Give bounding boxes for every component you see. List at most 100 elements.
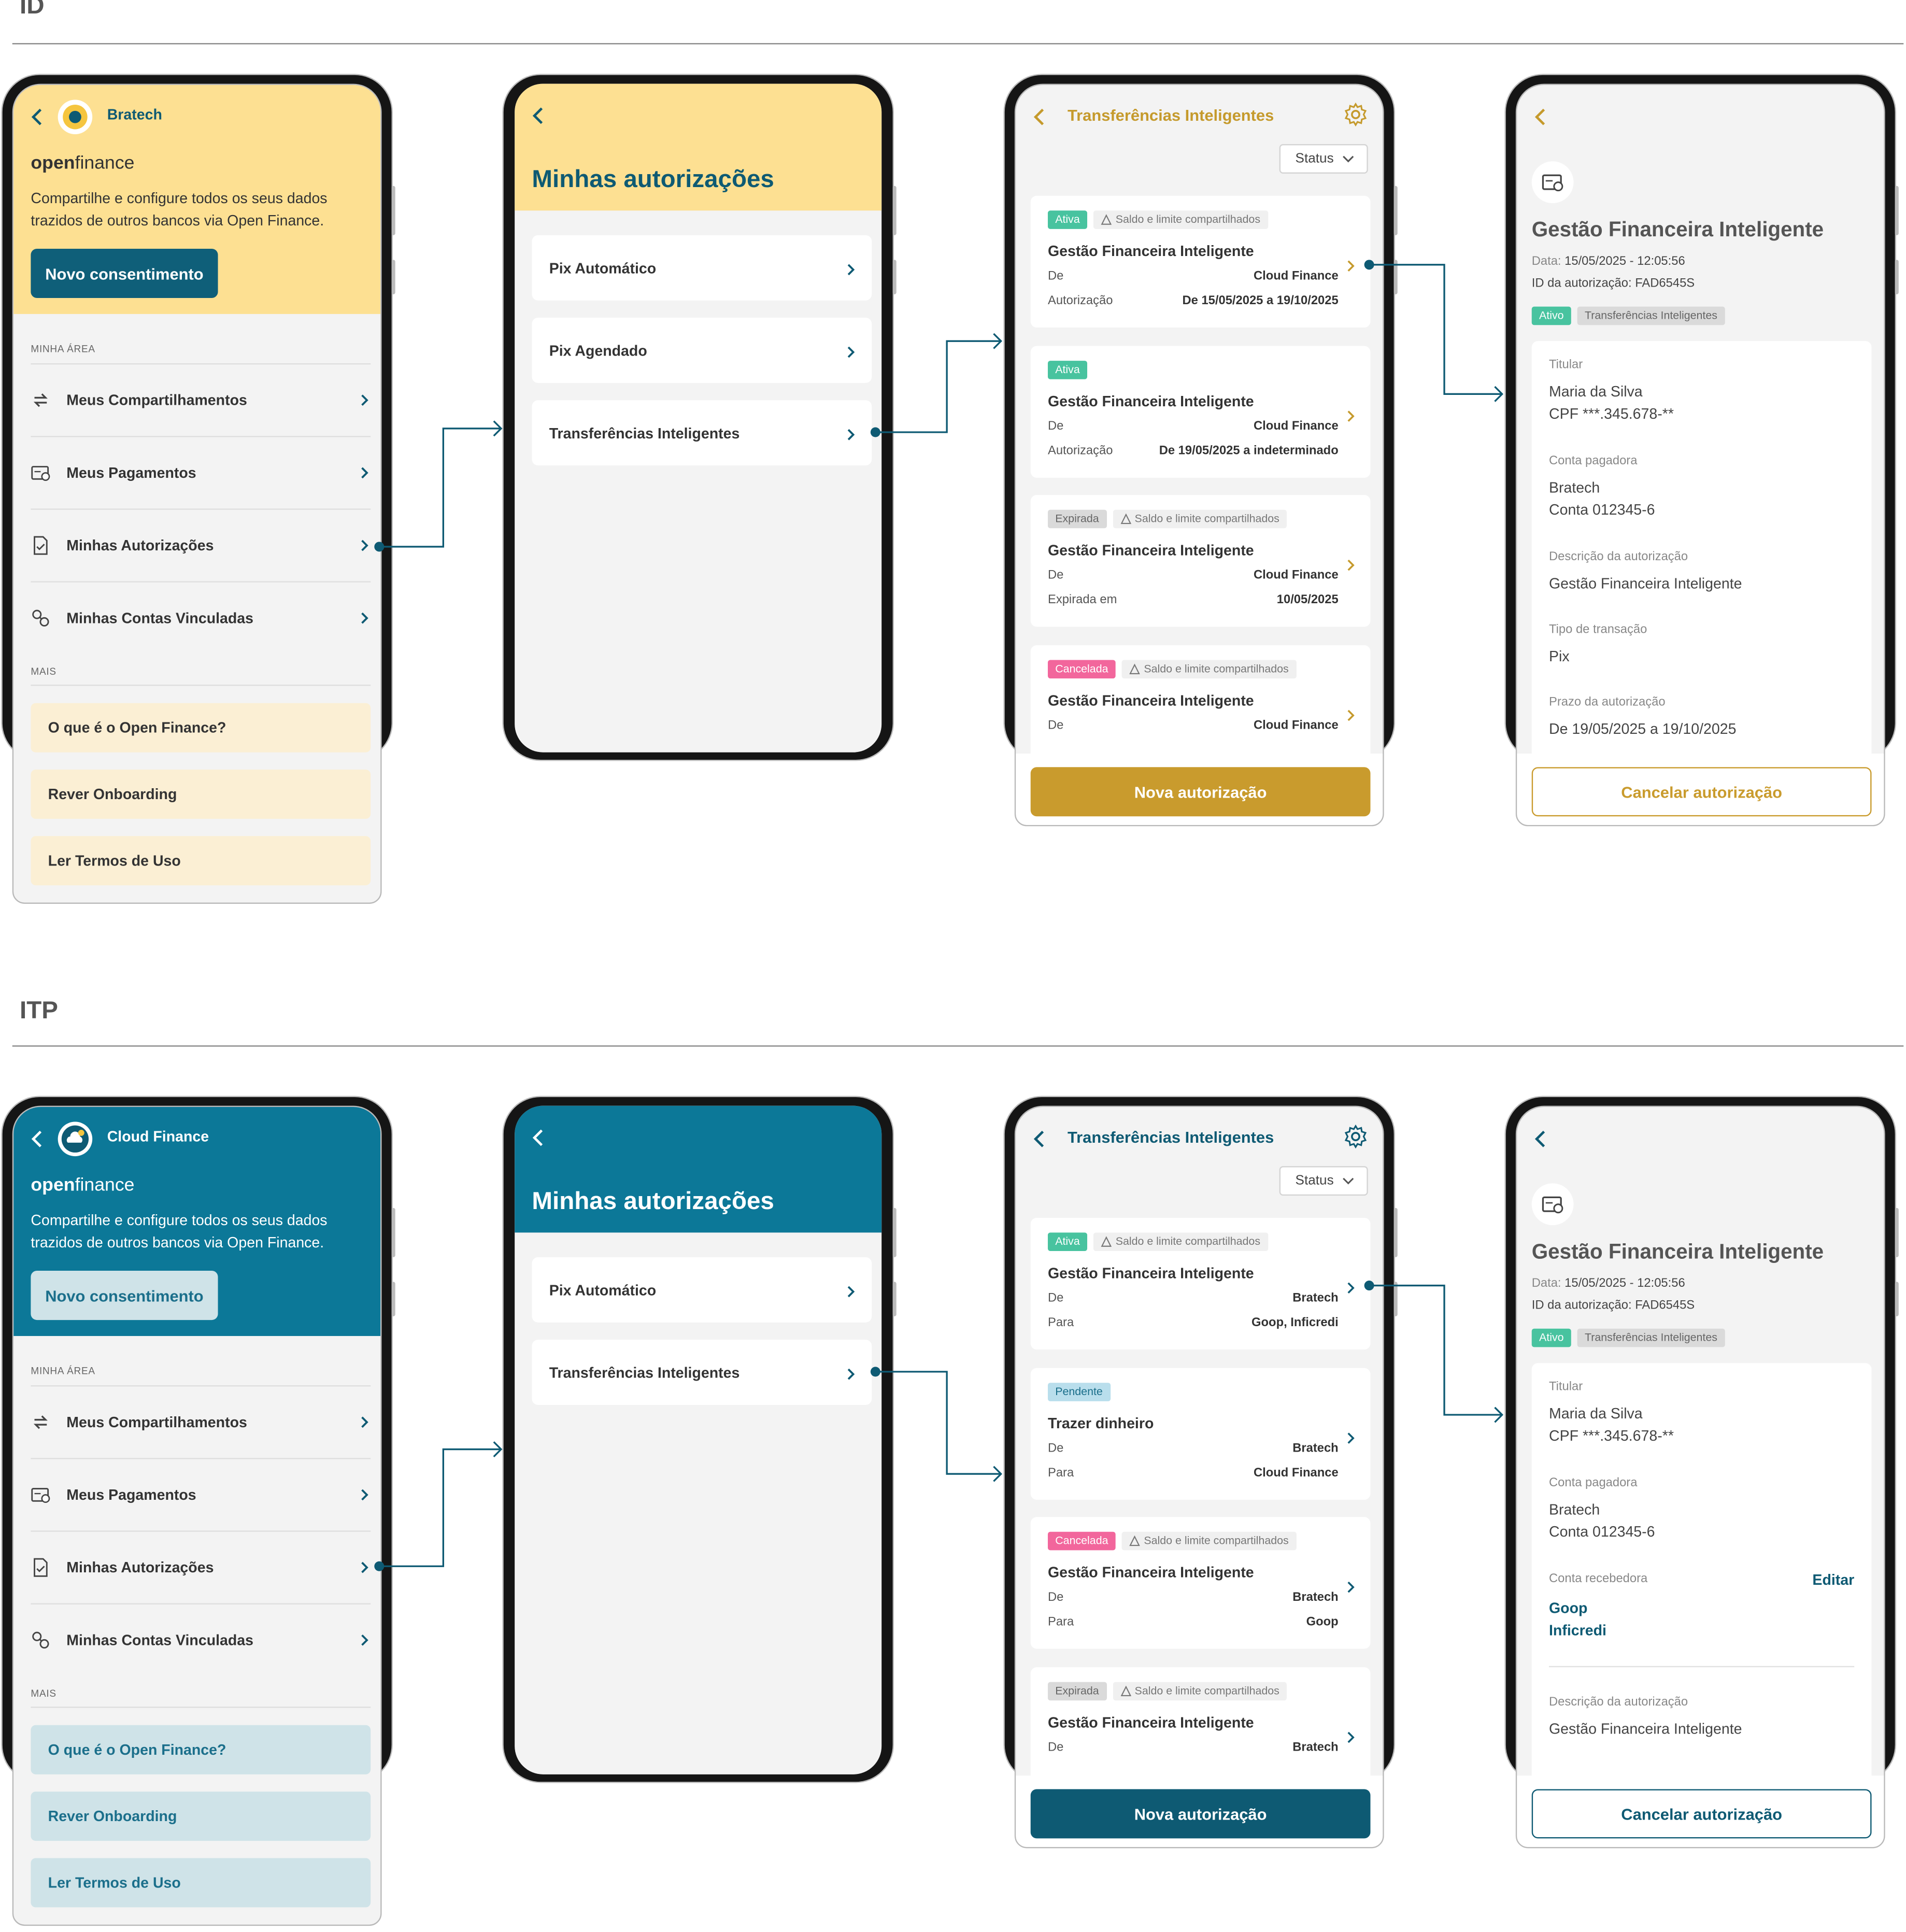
terms-of-use-button[interactable]: Ler Termos de Uso — [31, 1858, 371, 1908]
back-chevron-icon[interactable] — [1031, 1129, 1048, 1149]
open-finance-logo: openfinance — [31, 1175, 134, 1196]
back-chevron-icon[interactable] — [1532, 107, 1549, 127]
row-key: De — [1047, 1291, 1064, 1305]
chevron-right-icon — [845, 426, 857, 441]
auth-type-smart-transfers[interactable]: Transferências Inteligentes — [532, 1340, 872, 1405]
what-is-open-finance-button[interactable]: O que é o Open Finance? — [31, 703, 371, 752]
screen-id-detail: Gestão Financeira Inteligente Data: 15/0… — [1515, 83, 1885, 827]
review-onboarding-button[interactable]: Rever Onboarding — [31, 770, 371, 819]
description-label: Descrição da autorização — [1549, 550, 1688, 564]
section-label-my-area: MINHA ÁREA — [31, 1365, 95, 1377]
payer-account: Conta 012345-6 — [1549, 501, 1655, 519]
menu-item-payments[interactable]: Meus Pagamentos — [31, 437, 371, 508]
menu-item-label: Meus Compartilhamentos — [66, 1413, 247, 1431]
bottom-bar: Nova autorização — [1016, 1775, 1383, 1847]
info-badge: Saldo e limite compartilhados — [1121, 1531, 1296, 1551]
cancel-authorization-button[interactable]: Cancelar autorização — [1531, 767, 1872, 817]
chevron-right-icon — [358, 464, 371, 479]
review-onboarding-button[interactable]: Rever Onboarding — [31, 1792, 371, 1841]
auth-type-pix-auto[interactable]: Pix Automático — [532, 235, 872, 301]
logo-bold: open — [31, 152, 75, 174]
meta-value: 15/05/2025 - 12:05:56 — [1564, 254, 1685, 268]
chevron-right-icon — [1346, 406, 1356, 422]
auth-type-pix-scheduled[interactable]: Pix Agendado — [532, 318, 872, 383]
badge-row: Cancelada Saldo e limite compartilhados — [1047, 1531, 1296, 1551]
back-chevron-icon[interactable] — [29, 107, 46, 127]
screen-id-home: Bratech openfinance Compartilhe e config… — [12, 83, 382, 904]
status-badge: Pendente — [1047, 1383, 1111, 1401]
open-finance-description: Compartilhe e configure todos os seus da… — [31, 189, 328, 229]
detail-card: Titular Maria da Silva CPF ***.345.678-*… — [1531, 1363, 1872, 1782]
back-chevron-icon[interactable] — [1031, 107, 1048, 127]
arrowhead — [493, 420, 503, 437]
back-chevron-icon[interactable] — [530, 1128, 547, 1147]
link-icon — [31, 608, 50, 628]
logo-light: finance — [75, 152, 135, 174]
new-consent-button[interactable]: Novo consentimento — [31, 248, 218, 298]
divider — [31, 581, 371, 583]
back-chevron-icon[interactable] — [530, 106, 547, 125]
menu-item-authorizations[interactable]: Minhas Autorizações — [31, 1532, 371, 1603]
chevron-right-icon — [1346, 556, 1356, 571]
menu-item-shares[interactable]: Meus Compartilhamentos — [31, 1386, 371, 1458]
row-value: Bratech — [1292, 1741, 1339, 1755]
chevron-right-icon — [358, 1486, 371, 1501]
what-is-open-finance-button[interactable]: O que é o Open Finance? — [31, 1725, 371, 1774]
status-filter-dropdown[interactable]: Status — [1279, 1166, 1368, 1196]
header: Minhas autorizações — [515, 83, 882, 211]
page-title: Minhas autorizações — [532, 1188, 774, 1216]
warning-icon — [1101, 214, 1112, 225]
arrowhead — [1494, 1407, 1504, 1423]
arrows-swap-icon — [31, 1412, 50, 1432]
menu-item-authorizations[interactable]: Minhas Autorizações — [31, 510, 371, 581]
auth-type-pix-auto[interactable]: Pix Automático — [532, 1257, 872, 1323]
menu-item-payments[interactable]: Meus Pagamentos — [31, 1459, 371, 1531]
phone-id-detail: Gestão Financeira Inteligente Data: 15/0… — [1505, 75, 1899, 827]
row-value: Bratech — [1292, 1442, 1339, 1456]
card-title: Gestão Financeira Inteligente — [1047, 1265, 1254, 1282]
back-chevron-icon[interactable] — [1532, 1129, 1549, 1149]
auth-type-smart-transfers[interactable]: Transferências Inteligentes — [532, 400, 872, 466]
card-title: Trazer dinheiro — [1047, 1415, 1154, 1432]
terms-of-use-button[interactable]: Ler Termos de Uso — [31, 836, 371, 886]
meta-value: FAD6545S — [1635, 1299, 1695, 1313]
menu-item-shares[interactable]: Meus Compartilhamentos — [31, 364, 371, 436]
connector-itp-1 — [379, 1448, 502, 1567]
menu-item-label: Minhas Autorizações — [66, 1559, 214, 1576]
info-badge-label: Saldo e limite compartilhados — [1115, 1235, 1261, 1247]
payer-bank: Bratech — [1549, 479, 1600, 496]
status-filter-label: Status — [1295, 1173, 1334, 1188]
new-authorization-button[interactable]: Nova autorização — [1030, 767, 1371, 817]
gear-icon[interactable] — [1343, 1124, 1368, 1149]
meta-label: Data: — [1531, 254, 1561, 268]
chevron-right-icon — [1346, 705, 1356, 721]
meta-label: ID da autorização: — [1531, 1299, 1632, 1313]
gear-icon[interactable] — [1343, 102, 1368, 127]
menu-item-label: Meus Compartilhamentos — [66, 391, 247, 409]
detail-id: ID da autorização: FAD6545S — [1532, 277, 1695, 291]
row-key: De — [1047, 1741, 1064, 1755]
new-consent-button[interactable]: Novo consentimento — [31, 1271, 218, 1320]
info-badge-label: Saldo e limite compartilhados — [1134, 1684, 1279, 1697]
cancel-authorization-button[interactable]: Cancelar autorização — [1531, 1789, 1872, 1839]
auth-type-label: Pix Automático — [549, 1282, 657, 1299]
info-badge-label: Saldo e limite compartilhados — [1144, 1534, 1289, 1547]
status-filter-label: Status — [1295, 151, 1334, 166]
menu-item-linked-accounts[interactable]: Minhas Contas Vinculadas — [31, 1604, 371, 1676]
back-chevron-icon[interactable] — [29, 1129, 46, 1149]
status-badge: Cancelada — [1047, 1531, 1116, 1551]
auth-type-label: Transferências Inteligentes — [549, 424, 740, 442]
new-authorization-button[interactable]: Nova autorização — [1030, 1789, 1371, 1839]
menu-item-linked-accounts[interactable]: Minhas Contas Vinculadas — [31, 583, 371, 654]
edit-receivers-link[interactable]: Editar — [1812, 1571, 1855, 1589]
status-filter-dropdown[interactable]: Status — [1279, 144, 1368, 174]
